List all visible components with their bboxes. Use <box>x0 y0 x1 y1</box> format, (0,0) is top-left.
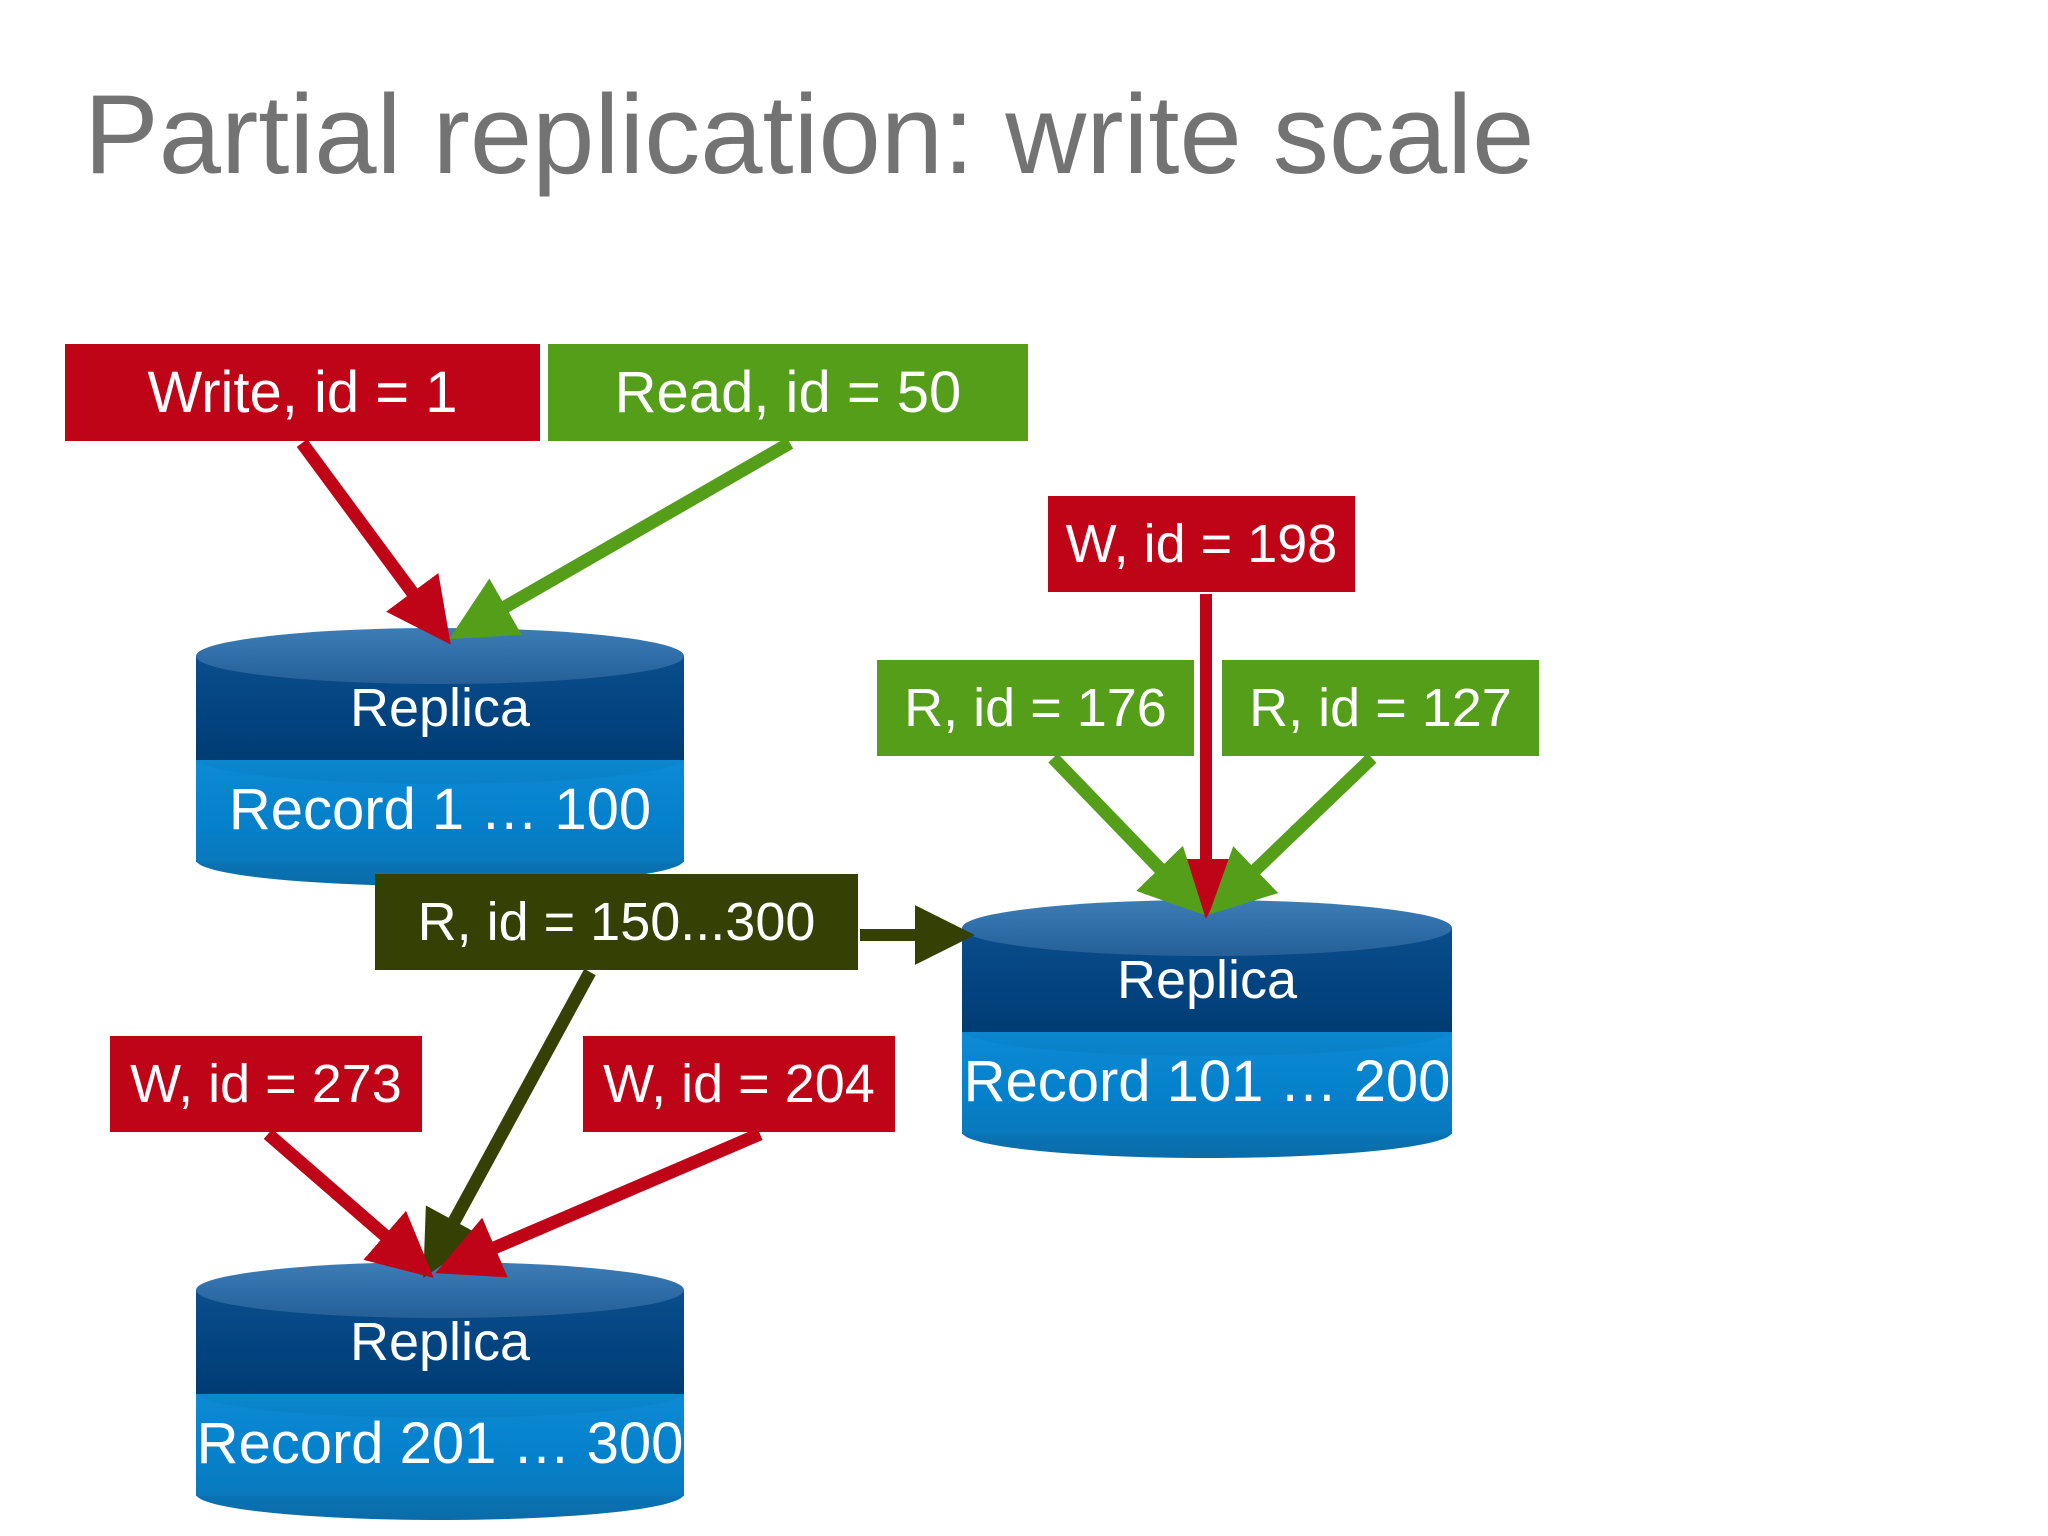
op-box-read-id-50[interactable]: Read, id = 50 <box>548 344 1028 441</box>
op-box-write-id-204[interactable]: W, id = 204 <box>583 1036 895 1132</box>
arrow-read-50-to-replica-1-100 <box>449 437 794 640</box>
replica-cylinder-1-100[interactable]: Record 1 … 100 Replica <box>196 628 684 886</box>
arrow-w-204-to-replica-201-300 <box>435 1128 763 1278</box>
op-box-write-id-198[interactable]: W, id = 198 <box>1048 496 1355 592</box>
replica-records-label: Record 101 … 200 <box>963 1049 1451 1114</box>
op-box-write-id-273[interactable]: W, id = 273 <box>110 1036 422 1132</box>
op-box-read-id-range-150-300[interactable]: R, id = 150...300 <box>375 874 858 970</box>
arrow-write-1-to-replica-1-100 <box>296 439 451 645</box>
cylinder-top-ellipse <box>962 900 1452 956</box>
arrow-r-range-to-replica-201-300 <box>423 968 596 1278</box>
replica-title-label: Replica <box>1116 950 1298 1010</box>
replica-records-label: Record 1 … 100 <box>228 777 652 842</box>
replica-cylinder-101-200[interactable]: Record 101 … 200 Replica <box>962 900 1452 1158</box>
replica-title-label: Replica <box>349 678 531 738</box>
cylinder-top-ellipse <box>196 1262 684 1318</box>
arrow-r-176-to-replica-101-200 <box>1048 753 1205 916</box>
replica-records-label: Record 201 … 300 <box>196 1411 684 1476</box>
op-box-read-id-176[interactable]: R, id = 176 <box>877 660 1194 756</box>
replica-cylinder-201-300[interactable]: Record 201 … 300 Replica <box>196 1262 684 1520</box>
replica-title-label: Replica <box>349 1312 531 1372</box>
page-title: Partial replication: write scale <box>84 72 1535 197</box>
op-box-read-id-127[interactable]: R, id = 127 <box>1222 660 1539 756</box>
cylinder-top-ellipse <box>196 628 684 684</box>
arrow-w-273-to-replica-201-300 <box>263 1129 434 1278</box>
arrow-r-127-to-replica-101-200 <box>1208 753 1377 915</box>
op-box-write-id-1[interactable]: Write, id = 1 <box>65 344 540 441</box>
